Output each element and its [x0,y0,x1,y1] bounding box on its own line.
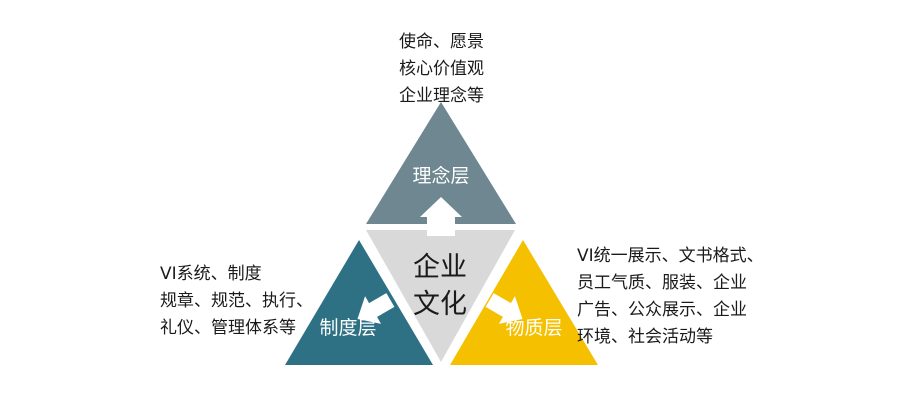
center-label-line1: 企业 [413,252,467,283]
system-layer-description: VI系统、制度 规章、规范、执行、 礼仪、管理体系等 [160,261,313,342]
description-line: 企业理念等 [399,86,484,106]
description-line: 使命、愿景 [399,32,484,52]
description-line: 规章、规范、执行、 [160,291,313,311]
description-line: 广告、公众展示、企业 [577,300,747,320]
description-line: 员工气质、服装、企业 [577,273,747,293]
system-layer-triangle [285,240,433,365]
arrow-down-right-icon [485,293,523,324]
material-layer-description: VI统一展示、文书格式、 员工气质、服装、企业 广告、公众展示、企业 环境、社会… [577,243,764,351]
arrow-down-left-icon [357,293,395,324]
description-line: 核心价值观 [399,59,484,79]
idea-layer-label: 理念层 [412,164,469,187]
description-line: 环境、社会活动等 [577,327,713,347]
center-label-line2: 文化 [413,289,467,320]
center-triangle [366,230,515,362]
material-layer-triangle [450,240,598,365]
idea-layer-description: 使命、愿景 核心价值观 企业理念等 [399,29,484,110]
description-line: 礼仪、管理体系等 [160,318,296,338]
description-line: VI统一展示、文书格式、 [577,246,764,266]
description-line: VI系统、制度 [160,264,262,284]
system-layer-label: 制度层 [319,317,376,339]
material-layer-label: 物质层 [505,317,562,339]
idea-layer-triangle [366,102,516,224]
arrow-up-icon [420,197,462,236]
